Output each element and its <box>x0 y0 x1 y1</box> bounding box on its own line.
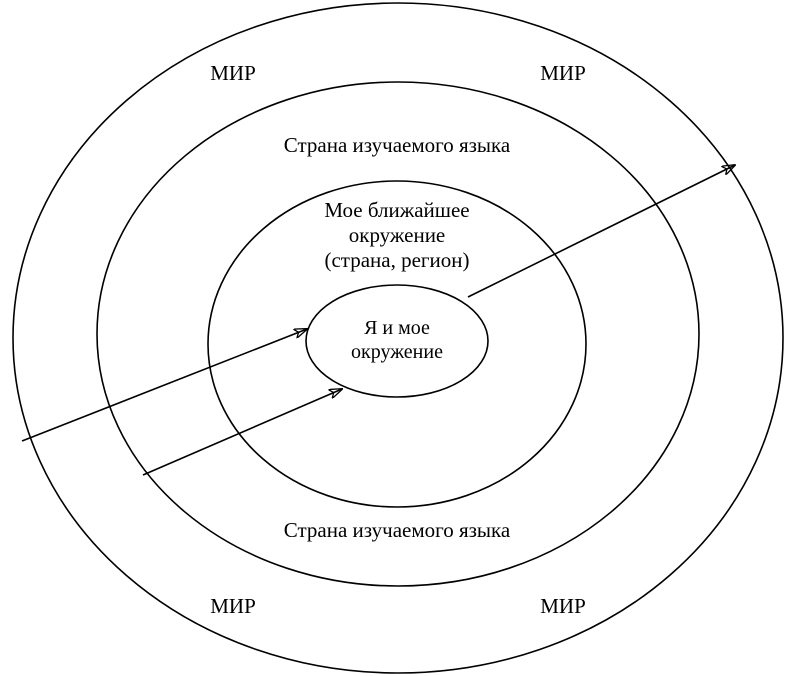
surroundings-label-line1: Мое ближайшее <box>324 198 469 222</box>
surroundings-label-line2: окружение <box>349 223 446 247</box>
arrow-world-to-self <box>21 329 307 442</box>
self-ring <box>305 284 489 398</box>
world-label-top-right: МИР <box>540 61 586 85</box>
self-label-line1: Я и мое <box>364 317 430 339</box>
arrow-country-to-self <box>142 389 342 476</box>
country-ring <box>96 81 700 587</box>
world-label-bottom-left: МИР <box>210 594 256 618</box>
world-ring <box>12 2 784 674</box>
world-label-top-left: МИР <box>210 61 256 85</box>
country-label-bottom: Страна изучаемого языка <box>284 518 511 542</box>
country-label-top: Страна изучаемого языка <box>284 133 511 157</box>
surroundings-ring <box>207 180 587 508</box>
world-label-bottom-right: МИР <box>540 594 586 618</box>
arrow-self-to-world <box>467 165 735 298</box>
self-label-line2: окружение <box>351 341 443 363</box>
surroundings-label-line3: (страна, регион) <box>324 248 469 272</box>
